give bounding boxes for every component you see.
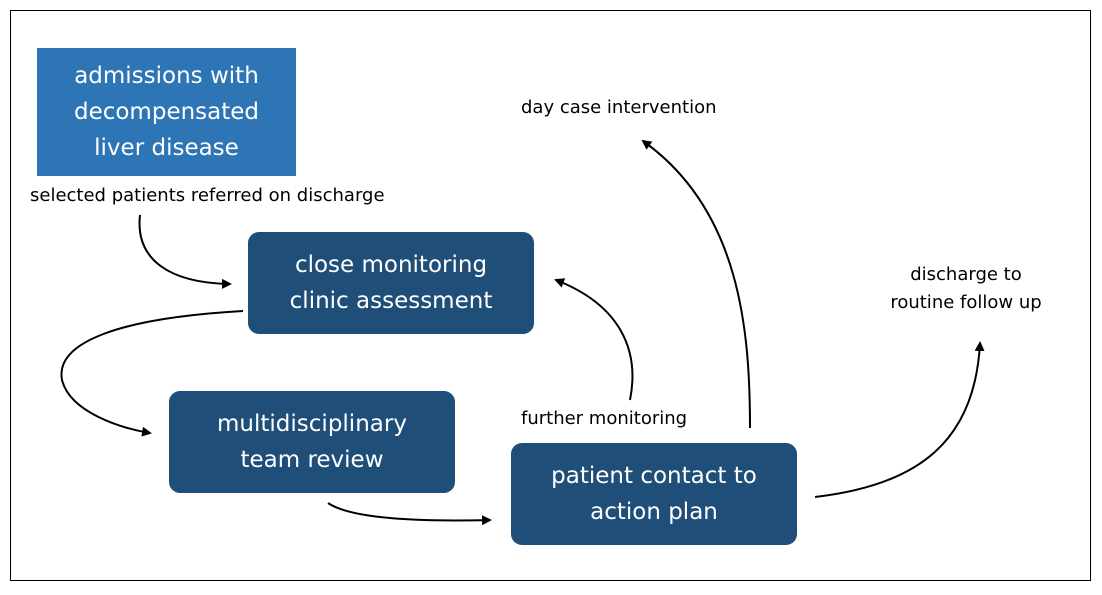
patient-contact-box: patient contact to action plan: [511, 443, 797, 545]
close-monitoring-text: close monitoring clinic assessment: [289, 252, 493, 314]
arrow-clinic-to-mdt: [60, 310, 244, 437]
arrow-referral-to-clinic: [138, 214, 232, 289]
close-monitoring-box: close monitoring clinic assessment: [248, 232, 534, 334]
arrow-further-monitoring: [554, 278, 634, 401]
mdt-review-box: multidisciplinary team review: [169, 391, 455, 493]
patient-contact-text: patient contact to action plan: [551, 463, 757, 525]
referral-label: selected patients referred on discharge: [30, 185, 385, 206]
diagram-frame: [10, 10, 1091, 581]
mdt-review-text: multidisciplinary team review: [217, 411, 407, 473]
arrow-discharge: [814, 341, 985, 498]
admissions-text: admissions with decompensated liver dise…: [73, 63, 260, 161]
discharge-label: discharge to routine follow up: [890, 264, 1042, 313]
further-monitoring-label: further monitoring: [521, 408, 688, 429]
arrow-day-case: [641, 139, 751, 429]
day-case-label: day case intervention: [521, 97, 717, 118]
admissions-box: admissions with decompensated liver dise…: [37, 48, 296, 176]
arrow-mdt-to-contact: [327, 502, 492, 526]
